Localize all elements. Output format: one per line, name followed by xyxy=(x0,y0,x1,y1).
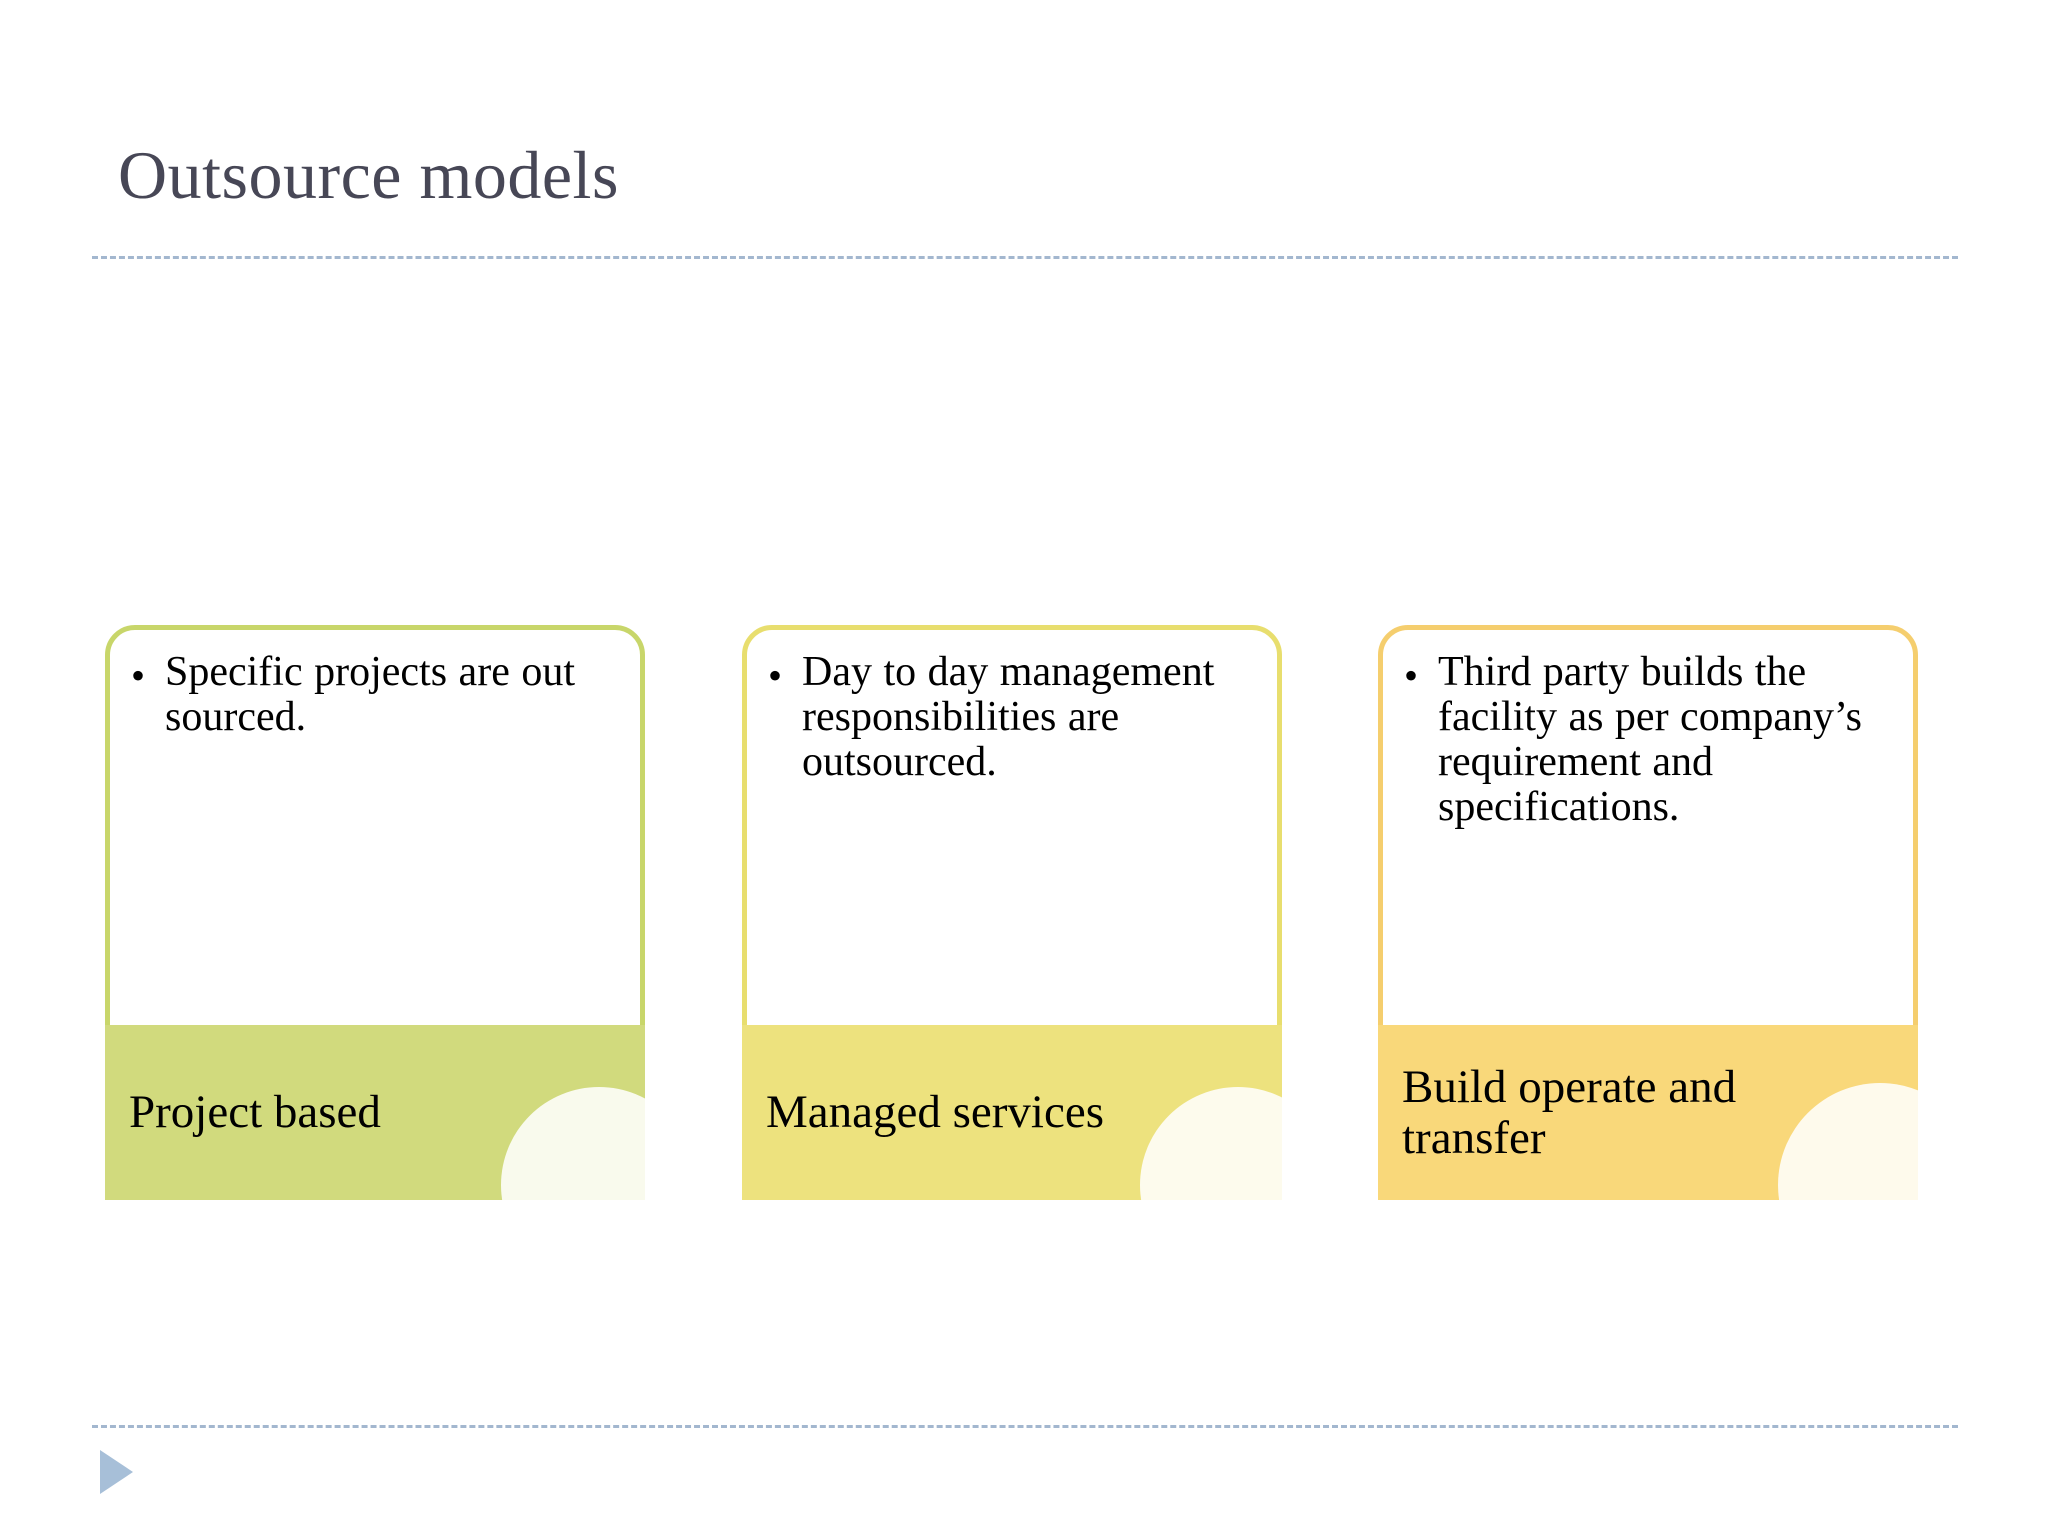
bullet-item: • Third party builds the facility as per… xyxy=(1396,647,1892,1025)
page-title: Outsource models xyxy=(118,137,619,213)
card-band: Build operate and transfer xyxy=(1378,1025,1982,1287)
bullet-dot-icon: • xyxy=(131,653,146,698)
footer-divider xyxy=(92,1425,1958,1428)
title-divider xyxy=(92,256,1958,259)
bullet-item: • Day to day management responsibilities… xyxy=(760,647,1256,1025)
card-label: Managed services xyxy=(766,1086,1104,1139)
card-band: Project based xyxy=(105,1025,697,1283)
card-label: Project based xyxy=(129,1086,381,1139)
card-band: Managed services xyxy=(742,1025,1336,1283)
card-build-operate-transfer[interactable]: • Third party builds the facility as per… xyxy=(1378,625,1982,1287)
card-body: • Specific projects are out sourced. xyxy=(105,625,645,1025)
card-description: Day to day management responsibilities a… xyxy=(802,649,1215,785)
card-body: • Day to day management responsibilities… xyxy=(742,625,1282,1025)
card-body: • Third party builds the facility as per… xyxy=(1378,625,1918,1025)
card-project-based[interactable]: • Specific projects are out sourced. Pro… xyxy=(105,625,697,1283)
card-label: Build operate and transfer xyxy=(1402,1060,1737,1164)
card-description: Third party builds the facility as per c… xyxy=(1438,649,1863,830)
card-managed-services[interactable]: • Day to day management responsibilities… xyxy=(742,625,1336,1283)
bullet-dot-icon: • xyxy=(768,653,783,698)
card-description: Specific projects are out sourced. xyxy=(165,649,575,740)
bullet-item: • Specific projects are out sourced. xyxy=(123,647,619,1025)
play-triangle-icon xyxy=(100,1450,133,1494)
bullet-dot-icon: • xyxy=(1404,653,1419,698)
